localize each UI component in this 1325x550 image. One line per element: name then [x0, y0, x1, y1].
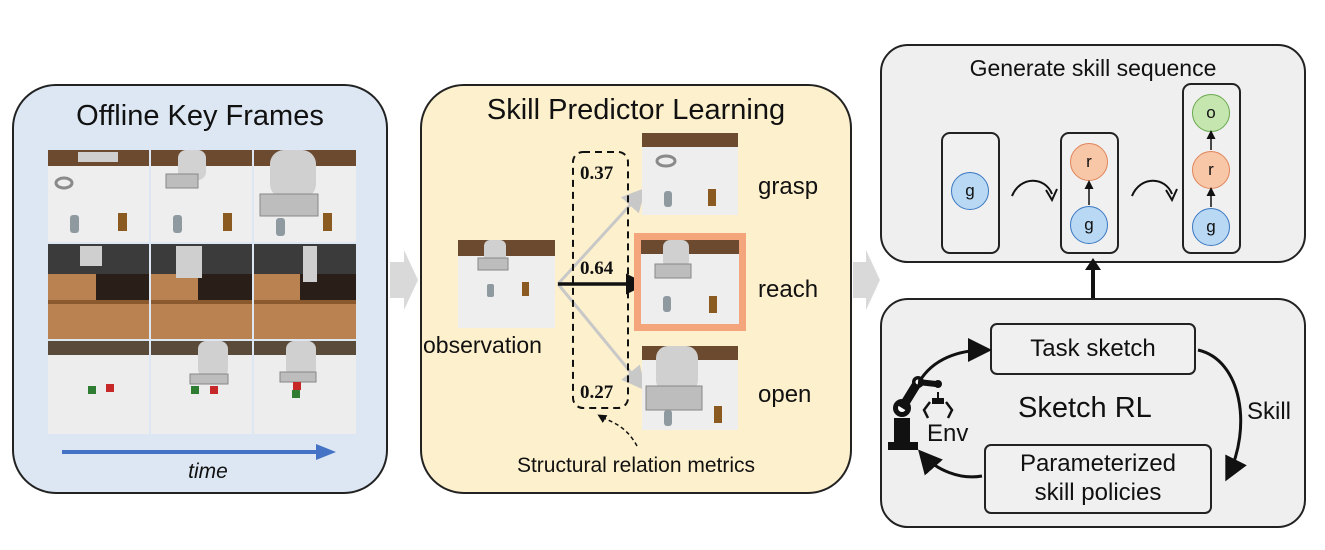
frame-r2-c2 [151, 244, 252, 339]
node-r-2: r [1070, 143, 1108, 181]
observation-label: observation [423, 332, 542, 358]
node-g-2: g [1070, 206, 1108, 244]
skill-policies-box: Parameterized skill policies [984, 444, 1212, 514]
score-open: 0.27 [580, 382, 614, 403]
time-label: time [188, 460, 228, 483]
flow-arrow-2 [853, 250, 880, 310]
sketch-rl-label: Sketch RL [1018, 392, 1152, 424]
arrow-to-open [556, 283, 646, 391]
frame-r3-c3 [254, 341, 356, 434]
scores-dashed-box [572, 151, 629, 409]
score-grasp: 0.37 [580, 163, 614, 184]
env-label: Env [927, 420, 969, 447]
offline-panel-title: Offline Key Frames [76, 100, 324, 132]
frame-r3-c1 [48, 341, 149, 434]
task-sketch-box: Task sketch [990, 323, 1196, 375]
skill-label-reach: reach [758, 276, 819, 303]
predictor-panel-title: Skill Predictor Learning [486, 94, 786, 126]
metrics-pointer [597, 414, 638, 447]
predictor-connectors [556, 151, 647, 447]
open-image [642, 346, 738, 430]
policies-line-2: skill policies [1034, 479, 1162, 506]
generate-panel-title: Generate skill sequence [969, 55, 1217, 81]
skill-label-grasp: grasp [758, 173, 819, 200]
sequence-connectors [1011, 130, 1216, 207]
reach-image [641, 240, 739, 324]
time-arrow [62, 444, 336, 460]
frame-r2-c3 [254, 244, 356, 339]
skill-loop-label: Skill [1247, 398, 1292, 425]
observation-image [458, 240, 555, 328]
node-r-3: r [1192, 151, 1230, 189]
skill-label-open: open [758, 381, 812, 408]
reach-highlight [634, 233, 746, 331]
frame-r3-c2 [151, 341, 252, 434]
node-g-3: g [1192, 208, 1230, 246]
transition-arrow-2 [1131, 179, 1178, 203]
frame-r2-c1 [48, 244, 149, 339]
frame-r1-c3 [254, 150, 356, 242]
structural-metrics-label: Structural relation metrics [516, 454, 756, 477]
grasp-image [642, 133, 738, 215]
node-g-1: g [951, 172, 989, 210]
frame-r1-c1 [48, 150, 149, 242]
score-reach: 0.64 [580, 258, 614, 279]
node-o-3: o [1192, 94, 1230, 132]
flow-arrow-1 [390, 250, 418, 310]
policies-line-1: Parameterized [1019, 450, 1177, 478]
sketch-loop [888, 338, 1247, 482]
key-frames-grid [48, 150, 356, 434]
frame-r1-c2 [151, 150, 252, 242]
gripper-icon [922, 392, 954, 419]
robot-arm-icon [888, 376, 942, 450]
transition-arrow-1 [1011, 179, 1058, 203]
